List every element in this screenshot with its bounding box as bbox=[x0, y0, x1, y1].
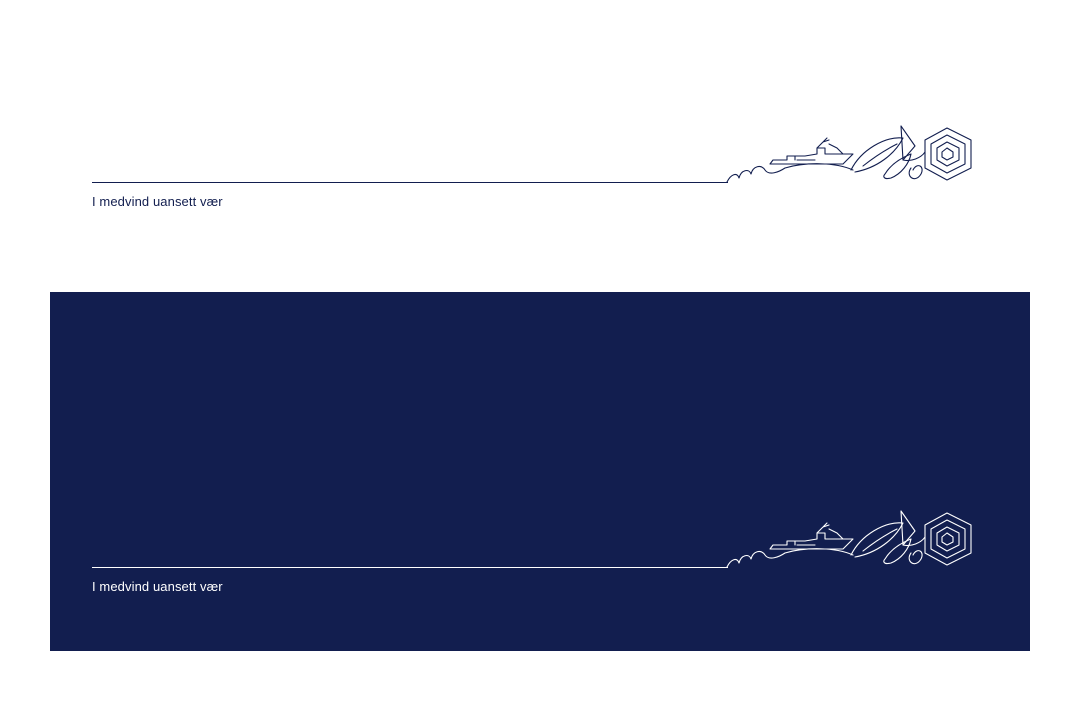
horizon-line bbox=[92, 182, 728, 183]
tagline: I medvind uansett vær bbox=[92, 579, 223, 594]
dark-banner: I medvind uansett vær bbox=[50, 292, 1030, 651]
tagline: I medvind uansett vær bbox=[92, 194, 223, 209]
light-banner: I medvind uansett vær bbox=[0, 0, 1080, 292]
horizon-line bbox=[92, 567, 728, 568]
coastal-line-art-icon bbox=[726, 510, 972, 568]
coastal-line-art-icon bbox=[726, 125, 972, 183]
